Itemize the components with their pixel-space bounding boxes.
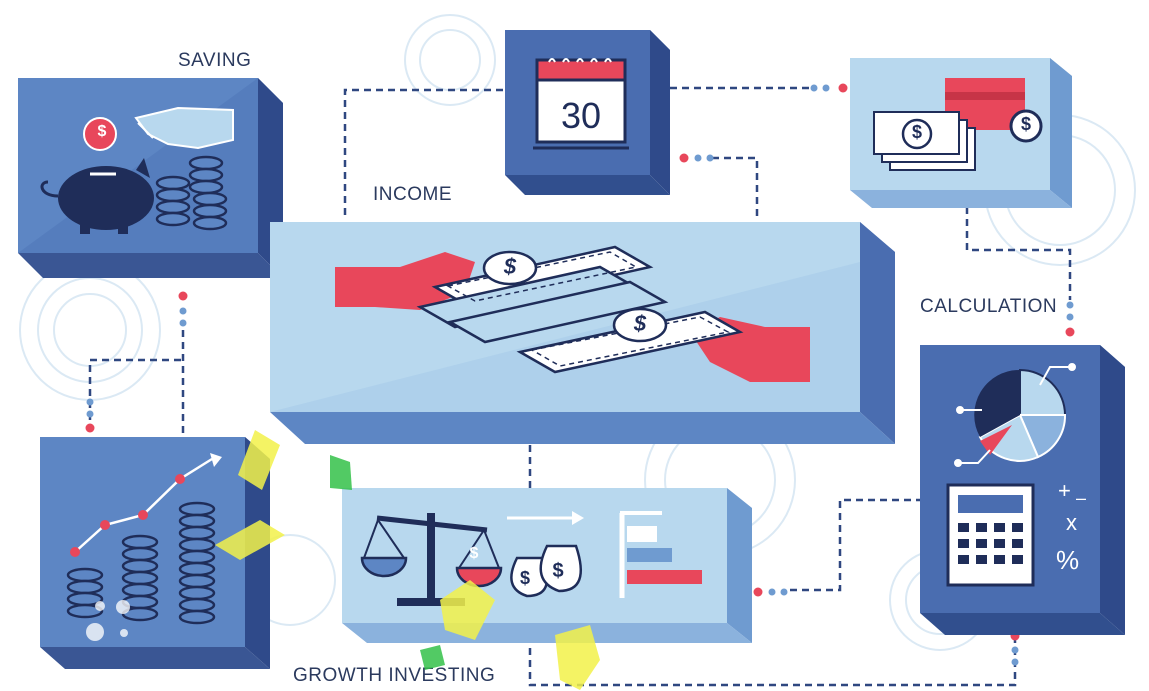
- calendar-day: 30: [560, 95, 602, 136]
- plus-symbol: +: [1058, 478, 1071, 503]
- calculation-label: CALCULATION: [920, 296, 1058, 317]
- coin-dollar-icon: $: [97, 123, 107, 140]
- minus-symbol: –: [1076, 488, 1087, 508]
- growth-box: [40, 437, 275, 672]
- times-symbol: x: [1066, 510, 1077, 535]
- growth-investing-label: GROWTH INVESTING: [293, 665, 496, 686]
- saving-box: [18, 78, 288, 278]
- income-box: [270, 222, 910, 447]
- bill-dollar-icon: $: [503, 254, 517, 279]
- coin-dollar-icon-2: $: [1020, 114, 1031, 134]
- money-bag-dollar-icon: $: [519, 568, 530, 588]
- saving-label: SAVING: [178, 50, 252, 71]
- percent-symbol: %: [1056, 545, 1080, 575]
- scale-dollar-icon: $: [469, 545, 479, 562]
- calculation-box: [920, 345, 1130, 645]
- income-label: INCOME: [373, 184, 452, 205]
- money-bag-dollar-icon-2: $: [552, 560, 564, 582]
- calendar-box: [505, 30, 675, 195]
- payment-box: [850, 58, 1080, 208]
- bill-dollar-icon-2: $: [633, 311, 647, 336]
- cash-dollar-icon: $: [911, 122, 922, 142]
- investing-box: [342, 488, 757, 648]
